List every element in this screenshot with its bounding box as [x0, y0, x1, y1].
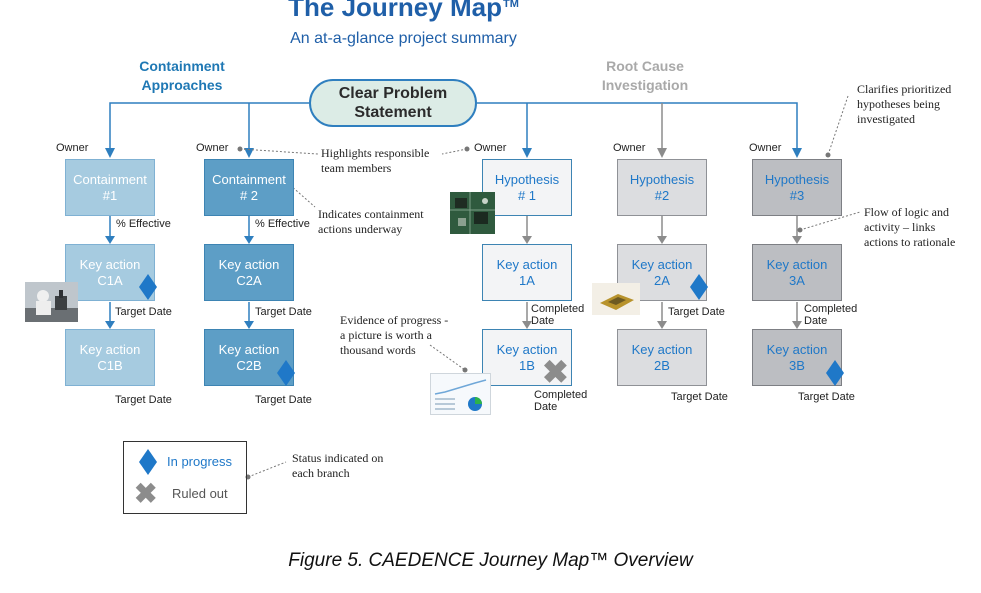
target-date-label: Target Date: [671, 391, 728, 403]
containment-section-heading: Containment Approaches: [139, 58, 225, 93]
legend-in-progress-label: In progress: [167, 454, 233, 469]
root-cause-section-heading: Root Cause Investigation: [601, 58, 689, 93]
target-date-label: Target Date: [668, 306, 725, 318]
containment-2-node: Containment# 2: [204, 159, 294, 216]
pct-effective-label: % Effective: [116, 218, 171, 230]
figure-caption: Figure 5. CAEDENCE Journey Map™ Overview: [288, 550, 693, 571]
in-progress-diamond-icon: [139, 274, 157, 300]
owner-label: Owner: [474, 142, 507, 154]
owner-label: Owner: [613, 142, 646, 154]
owner-label: Owner: [749, 142, 782, 154]
in-progress-diamond-icon: [139, 449, 157, 475]
containment-1-node: Containment#1: [65, 159, 155, 216]
problem-statement-node: Clear Problem Statement: [309, 79, 477, 127]
status-legend: In progress ✖ Ruled out: [123, 441, 247, 514]
hypothesis-1-node: Hypothesis# 1: [482, 159, 572, 216]
dashboard-screenshot-photo: [430, 373, 491, 415]
legend-ruled-out-label: Ruled out: [172, 486, 228, 501]
hypothesis-2-node: Hypothesis#2: [617, 159, 707, 216]
ruled-out-x-icon: ✖: [542, 354, 569, 390]
owner-label: Owner: [56, 142, 89, 154]
evidence-annotation: Evidence of progress -a picture is worth…: [340, 313, 449, 357]
target-date-label: Target Date: [115, 394, 172, 406]
owner-label: Owner: [196, 142, 229, 154]
lab-worker-photo: [25, 282, 78, 322]
microchip-photo: [592, 283, 640, 315]
pct-effective-label: % Effective: [255, 218, 310, 230]
in-progress-diamond-icon: [277, 360, 295, 386]
target-date-label: Target Date: [255, 394, 312, 406]
in-progress-diamond-icon: [690, 274, 708, 300]
page-subtitle: An at-a-glance project summary: [290, 30, 517, 47]
page-title: The Journey MapTM: [288, 0, 519, 22]
in-progress-diamond-icon: [826, 360, 844, 386]
ruled-out-x-icon: ✖: [134, 478, 158, 509]
hypothesis-3-node: Hypothesis#3: [752, 159, 842, 216]
target-date-label: Target Date: [798, 391, 855, 403]
target-date-label: Target Date: [115, 306, 172, 318]
circuit-board-photo: [450, 192, 495, 234]
target-date-label: Target Date: [255, 306, 312, 318]
trademark-mark: TM: [502, 0, 519, 10]
